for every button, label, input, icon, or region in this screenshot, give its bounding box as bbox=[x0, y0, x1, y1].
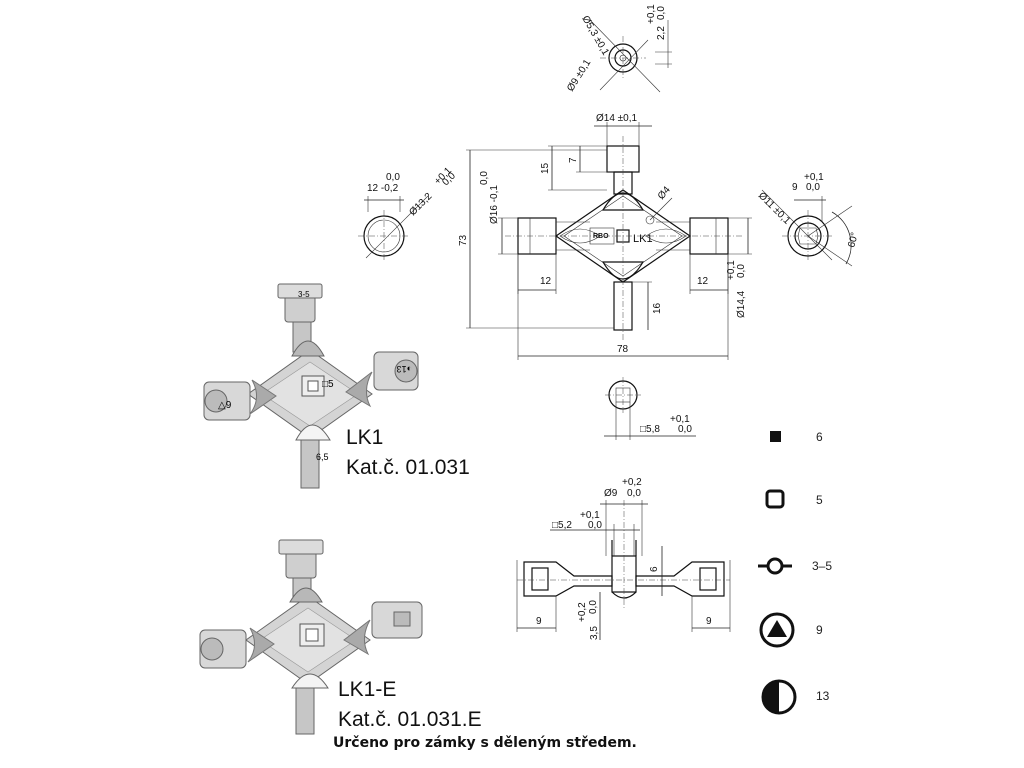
svg-text:5: 5 bbox=[816, 493, 823, 507]
dim-top-22-tol: +0,1 bbox=[646, 4, 657, 24]
mark-size-65: 6,5 bbox=[316, 452, 329, 462]
legend-item-9: 9 bbox=[759, 612, 823, 648]
dim-s35-tol: +0,2 bbox=[577, 602, 588, 622]
dim-l-12-tol: 0,0 bbox=[386, 172, 400, 183]
dim-h7: 7 bbox=[568, 157, 579, 163]
legend: 6 5 3–5 9 13 bbox=[758, 430, 832, 715]
product-name-lk1: LK1 bbox=[346, 426, 384, 449]
legend-item-13: 13 bbox=[761, 679, 830, 715]
dim-r9: 9 bbox=[792, 182, 798, 193]
dim-s9-left: 9 bbox=[536, 616, 542, 627]
svg-text:13: 13 bbox=[816, 689, 830, 703]
dim-sq58: □5,8 bbox=[640, 424, 660, 435]
dim-a60: 60° bbox=[846, 231, 861, 248]
mark-triangle-9: △9 bbox=[218, 400, 232, 411]
dim-d132: Ø13,2 bbox=[407, 191, 434, 218]
bottom-end-view: □5,8 +0,1 0,0 bbox=[604, 377, 696, 440]
top-end-view: Ø5,3 ±0,1 Ø9 ±0,1 2,2 +0,1 0,0 bbox=[565, 4, 672, 94]
dim-d11: Ø11 ±0,1 bbox=[756, 190, 793, 227]
mark-flat-13: ◑13 bbox=[397, 364, 412, 374]
mark-round-3-5: 3-5 bbox=[298, 290, 310, 299]
dim-r9-tol: +0,1 bbox=[804, 172, 824, 183]
dim-top-22-tol2: 0,0 bbox=[656, 6, 667, 20]
legend-item-3-5: 3–5 bbox=[758, 557, 832, 575]
dim-top-d9: Ø9 ±0,1 bbox=[565, 57, 593, 93]
dim-r9-tol2: 0,0 bbox=[806, 182, 820, 193]
dim-sd9: Ø9 bbox=[604, 488, 618, 499]
square-outline-icon bbox=[765, 489, 785, 509]
dim-s35-tol2: 0,0 bbox=[588, 600, 599, 614]
legend-item-5: 5 bbox=[765, 489, 823, 509]
dim-h15: 15 bbox=[540, 162, 551, 174]
dim-s35: 3,5 bbox=[589, 626, 600, 640]
product-name-lk1e: LK1-E bbox=[338, 678, 397, 701]
key-render-lk1: △9 □5 3-5 ◑13 6,5 bbox=[203, 283, 419, 489]
svg-text:6: 6 bbox=[816, 430, 823, 444]
square-filled-icon bbox=[770, 431, 781, 442]
svg-text:9: 9 bbox=[816, 623, 823, 637]
dim-d14: Ø14 ±0,1 bbox=[596, 113, 638, 124]
dim-sq58-tol: +0,1 bbox=[670, 414, 690, 425]
svg-text:RBO: RBO bbox=[593, 233, 609, 240]
dim-w78: 78 bbox=[617, 344, 629, 355]
dim-h73: 73 bbox=[458, 234, 469, 246]
legend-item-6: 6 bbox=[770, 430, 823, 444]
dim-sq52-tol2: 0,0 bbox=[588, 520, 602, 531]
dim-sd9-tol: +0,2 bbox=[622, 477, 642, 488]
dim-sq52: □5,2 bbox=[552, 520, 572, 531]
svg-text:3–5: 3–5 bbox=[812, 559, 832, 573]
dim-l12-left: 12 bbox=[540, 276, 552, 287]
dim-d144: Ø14,4 bbox=[736, 290, 747, 318]
body-label: LK1 bbox=[633, 233, 653, 245]
section-view: Ø9 +0,2 0,0 □5,2 +0,1 0,0 6 3,5 +0,2 0,0… bbox=[516, 477, 731, 640]
dim-l-12-02: 12 -0,2 bbox=[367, 183, 399, 194]
mark-square-5: □5 bbox=[322, 379, 334, 390]
dim-sq52-tol: +0,1 bbox=[580, 510, 600, 521]
catalog-number-lk1: Kat.č. 01.031 bbox=[346, 456, 470, 479]
triangle-in-circle-icon bbox=[759, 612, 795, 648]
dim-d144-tol2: 0,0 bbox=[736, 264, 747, 278]
key-render-lk1e bbox=[199, 539, 423, 735]
dim-h16: 16 bbox=[652, 302, 663, 314]
catalog-number-lk1e: Kat.č. 01.031.E bbox=[338, 708, 482, 731]
main-front-view: RBO LK1 73 bbox=[458, 113, 752, 360]
right-end-view: Ø11 ±0,1 9 +0,1 0,0 60° bbox=[756, 172, 861, 267]
dim-s9-right: 9 bbox=[706, 616, 712, 627]
dim-sd9-tol2: 0,0 bbox=[627, 488, 641, 499]
dim-s6: 6 bbox=[649, 566, 660, 572]
dim-top-d53: Ø5,3 ±0,1 bbox=[579, 14, 611, 58]
dim-d16-tol: 0,0 bbox=[479, 171, 490, 185]
left-end-view: 12 -0,2 0,0 Ø13,2 +0,1 0,0 bbox=[358, 165, 458, 262]
dim-top-22: 2,2 bbox=[656, 26, 667, 40]
usage-note: Určeno pro zámky s děleným středem. bbox=[333, 735, 637, 751]
dim-d16: Ø16 -0,1 bbox=[489, 185, 500, 224]
dim-sq58-tol2: 0,0 bbox=[678, 424, 692, 435]
dim-l12-right: 12 bbox=[697, 276, 709, 287]
dim-d144-tol: +0,1 bbox=[726, 260, 737, 280]
